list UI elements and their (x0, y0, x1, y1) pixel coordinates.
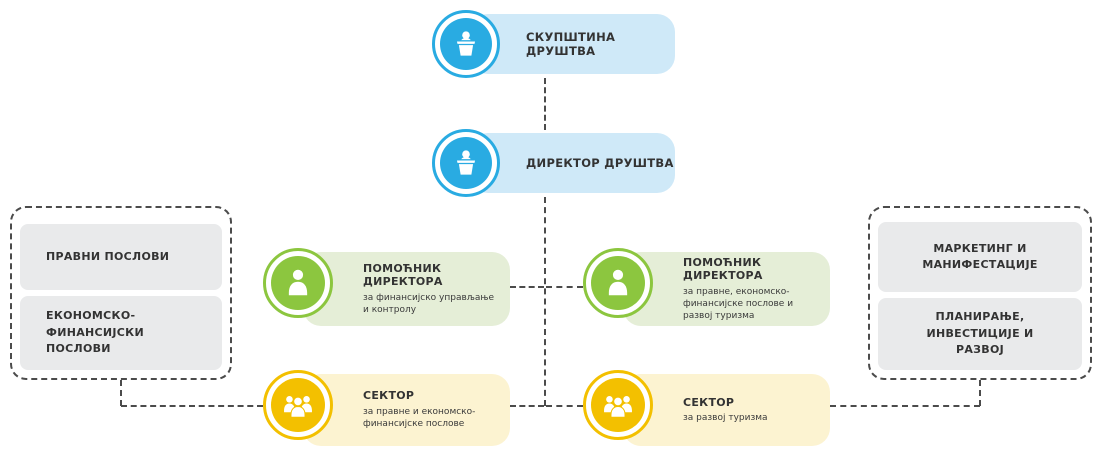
node-assistant-left-box: ПОМОЋНИК ДИРЕКТОРА за финансијско управљ… (303, 252, 510, 326)
node-sector-left-box: СЕКТОР за правне и економско-финансијске… (303, 374, 510, 446)
unit-economic-financial-affairs-label: ЕКОНОМСКО-ФИНАНСИЈСКИ ПОСЛОВИ (46, 309, 144, 356)
connector-leftgroup-sector (121, 405, 263, 407)
connector-rightgroup-drop (979, 380, 981, 406)
node-sector-right: СЕКТОР за развој туризма (583, 368, 830, 454)
node-sector-right-box: СЕКТОР за развој туризма (623, 374, 830, 446)
node-sector-left-subtitle: за правне и економско-финансијске послов… (363, 407, 476, 430)
connector-rightgroup-sector (830, 405, 980, 407)
node-assistant-left-subtitle: за финансијско управљање и контролу (363, 293, 495, 316)
unit-economic-financial-affairs: ЕКОНОМСКО-ФИНАНСИЈСКИ ПОСЛОВИ (20, 296, 222, 370)
people-group-icon-disc (271, 378, 325, 432)
node-assistant-left: ПОМОЋНИК ДИРЕКТОРА за финансијско управљ… (263, 246, 510, 332)
person-icon (263, 248, 333, 318)
person-icon-disc (271, 256, 325, 310)
node-sector-left-title: СЕКТОР (363, 389, 415, 403)
podium-speaker-icon-disc (440, 18, 492, 70)
people-group-icon (583, 370, 653, 440)
connector-leftgroup-drop (120, 380, 122, 406)
unit-legal-affairs: ПРАВНИ ПОСЛОВИ (20, 224, 222, 290)
node-director-box: ДИРЕКТОР ДРУШТВА (470, 133, 675, 193)
people-group-icon (263, 370, 333, 440)
people-group-icon-disc (591, 378, 645, 432)
node-director: ДИРЕКТОР ДРУШТВА (432, 127, 675, 199)
node-assembly-box: СКУПШТИНА ДРУШТВА (470, 14, 675, 74)
node-assistant-right-title: ПОМОЋНИК ДИРЕКТОРА (683, 255, 763, 283)
unit-marketing-manifestations: МАРКЕТИНГ И МАНИФЕСТАЦИЈЕ (878, 222, 1082, 292)
node-assistant-right-subtitle: за правне, економско-финансијске послове… (683, 287, 794, 322)
group-right-units: МАРКЕТИНГ И МАНИФЕСТАЦИЈЕ ПЛАНИРАЊЕ, ИНВ… (868, 206, 1092, 380)
node-sector-right-title: СЕКТОР (683, 395, 735, 409)
person-icon-disc (591, 256, 645, 310)
node-assembly-title: СКУПШТИНА ДРУШТВА (526, 29, 616, 58)
group-left-units: ПРАВНИ ПОСЛОВИ ЕКОНОМСКО-ФИНАНСИЈСКИ ПОС… (10, 206, 232, 380)
connector-director-trunk (544, 197, 546, 406)
node-assistant-left-title: ПОМОЋНИК ДИРЕКТОРА (363, 261, 443, 289)
person-icon (583, 248, 653, 318)
node-sector-right-subtitle: за развој туризма (683, 413, 768, 424)
node-sector-left: СЕКТОР за правне и економско-финансијске… (263, 368, 510, 454)
connector-sector-right (546, 405, 583, 407)
podium-speaker-icon (432, 129, 500, 197)
connector-assistant-left (510, 286, 544, 288)
podium-speaker-icon (432, 10, 500, 78)
node-director-title: ДИРЕКТОР ДРУШТВА (526, 155, 674, 170)
unit-legal-affairs-label: ПРАВНИ ПОСЛОВИ (46, 249, 170, 263)
connector-assembly-director (544, 78, 546, 130)
node-assistant-right: ПОМОЋНИК ДИРЕКТОРА за правне, економско-… (583, 246, 830, 332)
node-assembly: СКУПШТИНА ДРУШТВА (432, 8, 675, 80)
podium-speaker-icon-disc (440, 137, 492, 189)
unit-planning-investment-development-label: ПЛАНИРАЊЕ, ИНВЕСТИЦИЈЕ И РАЗВОЈ (926, 310, 1034, 357)
unit-marketing-manifestations-label: МАРКЕТИНГ И МАНИФЕСТАЦИЈЕ (922, 241, 1038, 272)
connector-sector-left (510, 405, 544, 407)
unit-planning-investment-development: ПЛАНИРАЊЕ, ИНВЕСТИЦИЈЕ И РАЗВОЈ (878, 298, 1082, 370)
connector-assistant-right (546, 286, 583, 288)
node-assistant-right-box: ПОМОЋНИК ДИРЕКТОРА за правне, економско-… (623, 252, 830, 326)
